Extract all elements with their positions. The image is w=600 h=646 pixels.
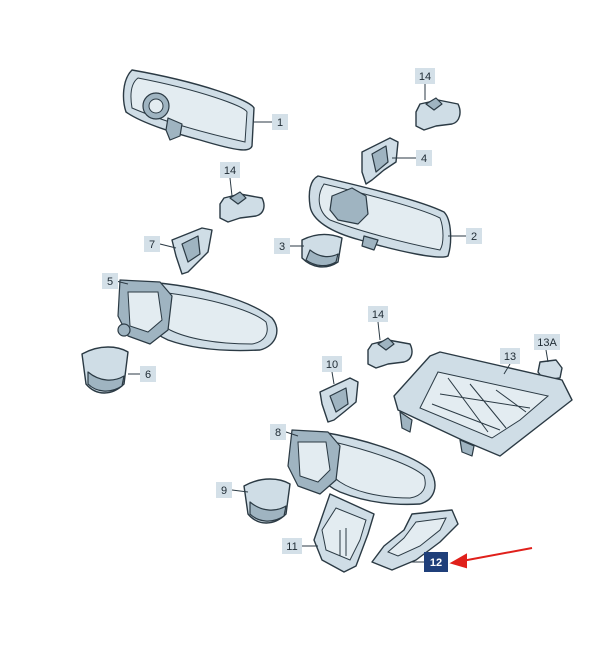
- svg-text:6: 6: [145, 369, 151, 381]
- callout-12-box: [424, 552, 448, 572]
- callout-12-highlighted: 12: [424, 552, 448, 572]
- svg-text:12: 12: [430, 557, 442, 569]
- mirror-part-5: [117, 279, 278, 352]
- callout-13a: 13A: [534, 334, 560, 350]
- cover-part-12: [371, 509, 459, 571]
- callout-9: 9: [216, 482, 232, 498]
- clip-part-14-low: [367, 337, 413, 369]
- svg-text:11: 11: [286, 541, 297, 553]
- svg-text:13A: 13A: [537, 337, 557, 349]
- callout-1: 1: [272, 114, 288, 130]
- svg-text:4: 4: [421, 153, 427, 165]
- cover-part-11: [313, 493, 375, 573]
- callout-5: 5: [102, 273, 118, 289]
- callout-13: 13: [500, 348, 520, 364]
- callout-14-top: 14: [415, 68, 435, 84]
- svg-text:7: 7: [149, 239, 155, 251]
- clip-part-14-top: [415, 97, 461, 131]
- callout-6: 6: [140, 366, 156, 382]
- cover-part-7: [171, 227, 213, 275]
- clip-part-14-mid: [219, 191, 265, 223]
- svg-text:3: 3: [279, 241, 285, 253]
- mirror-part-8: [287, 429, 436, 506]
- callout-3: 3: [274, 238, 290, 254]
- housing-part-6: [81, 346, 129, 394]
- svg-text:9: 9: [221, 485, 227, 497]
- housing-part-9: [243, 478, 291, 524]
- highlight-arrow: [449, 547, 533, 569]
- svg-text:8: 8: [275, 427, 281, 439]
- callout-8: 8: [270, 424, 286, 440]
- callout-11: 11: [282, 538, 302, 554]
- callout-4: 4: [416, 150, 432, 166]
- tray-part-13: [393, 351, 573, 457]
- callout-7: 7: [144, 236, 160, 252]
- svg-text:14: 14: [419, 71, 431, 83]
- mirror-part-1: [122, 69, 255, 151]
- svg-text:1: 1: [277, 117, 283, 129]
- callout-14-low: 14: [368, 306, 388, 322]
- cover-part-4: [361, 137, 399, 185]
- mirror-part-2: [308, 175, 452, 258]
- callout-14-mid: 14: [220, 162, 240, 178]
- svg-text:14: 14: [372, 309, 384, 321]
- housing-part-3: [301, 233, 343, 268]
- svg-text:10: 10: [326, 359, 338, 371]
- svg-text:2: 2: [471, 231, 477, 243]
- callout-10: 10: [322, 356, 342, 372]
- svg-text:13: 13: [504, 351, 516, 363]
- clip-part-13a: [537, 359, 563, 381]
- cover-part-10: [319, 377, 359, 423]
- svg-text:5: 5: [107, 276, 113, 288]
- svg-text:14: 14: [224, 165, 236, 177]
- callout-2: 2: [466, 228, 482, 244]
- leader-lines: [115, 84, 549, 563]
